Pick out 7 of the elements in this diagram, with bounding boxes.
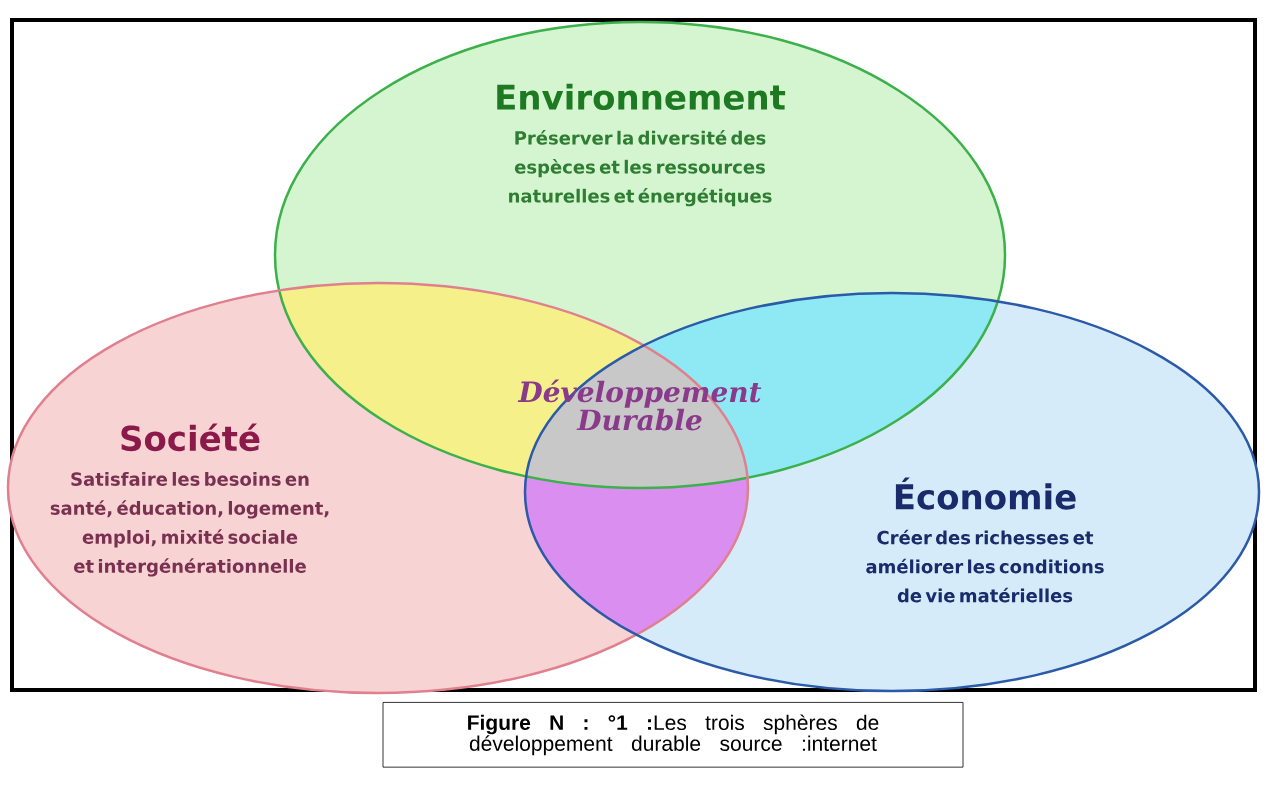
description: Créer des richesses et améliorer les conditions de vie matérielles xyxy=(866,529,1104,603)
caption-box: Figure N : °1 :Les trois sphères de développement durable source :internet xyxy=(382,702,964,768)
description: Préserver la diversité des espèces et les ressources naturelles et énergétiques xyxy=(509,130,772,207)
description: Satisfaire les besoins en santé, éducation, logement, emploi, mixité sociale et intergénérationnelle xyxy=(50,472,329,577)
heading: Économie xyxy=(895,477,1076,510)
heading: Environnement xyxy=(497,83,786,110)
heading: Société xyxy=(121,423,260,452)
